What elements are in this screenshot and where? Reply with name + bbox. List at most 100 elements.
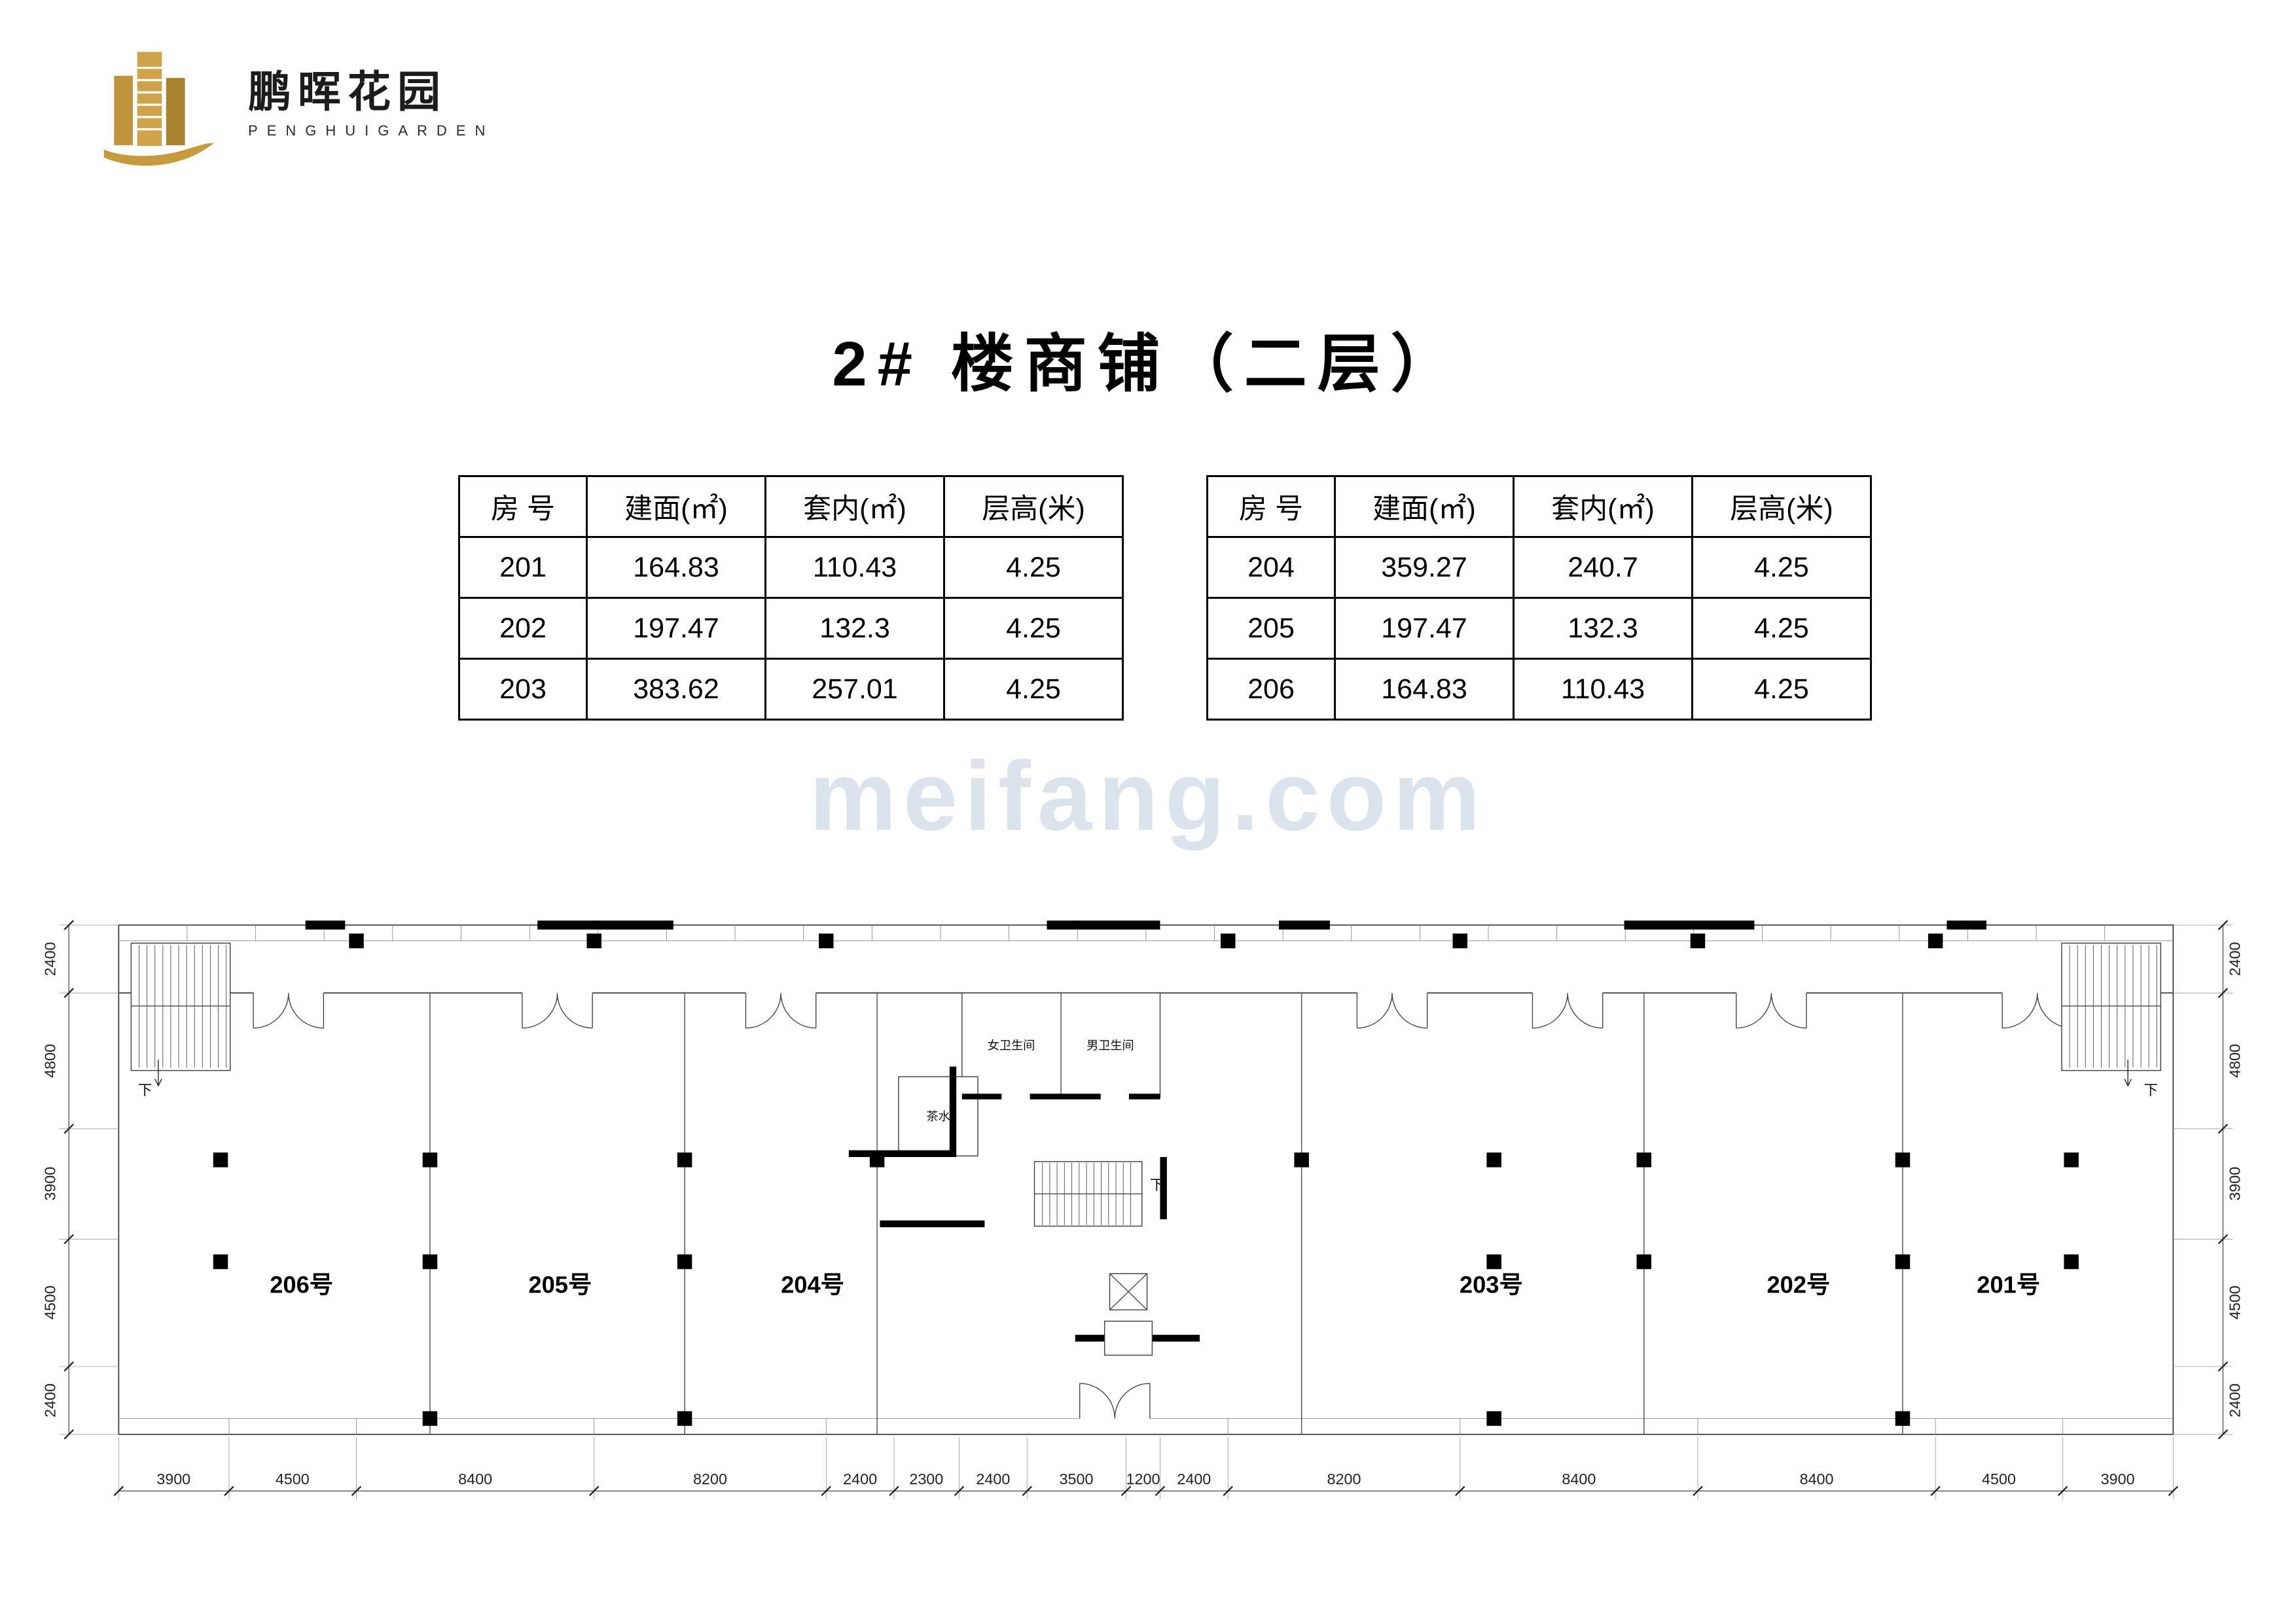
table-cell: 110.43: [1513, 658, 1693, 721]
table-cell: 201: [458, 536, 588, 599]
dimension-label: 3900: [2226, 1167, 2243, 1201]
brand-text: 鹏晖花园 PENGHUIGARDEN: [248, 70, 494, 139]
table-header-cell: 套内(㎡): [1513, 475, 1693, 538]
unit-label: 201号: [1977, 1272, 2040, 1298]
table-cell: 4.25: [943, 536, 1124, 599]
tea-room: [898, 1076, 978, 1157]
table-header-cell: 建面(㎡): [1334, 475, 1515, 538]
table-cell: 132.3: [764, 597, 945, 660]
dimension-bottom: 3900 4500 8400 8200 2400 2300 2400 3500 …: [113, 1437, 2179, 1500]
unit-partitions: [429, 993, 1903, 1435]
down-label-core: 下: [1150, 1177, 1164, 1193]
table-cell: 197.47: [586, 597, 766, 660]
unit-label: 205号: [528, 1272, 592, 1298]
table-row: 201 164.83 110.43 4.25: [458, 536, 1124, 599]
table-cell: 132.3: [1513, 597, 1693, 660]
table-row: 203 383.62 257.01 4.25: [458, 658, 1124, 721]
dimension-left: 2400 4800 3900 4500 2400: [41, 919, 119, 1440]
table-header-cell: 套内(㎡): [764, 475, 945, 538]
table-row: 204 359.27 240.7 4.25: [1206, 536, 1872, 599]
table-cell: 164.83: [586, 536, 766, 599]
table-header-cell: 建面(㎡): [586, 475, 766, 538]
elevator: [1109, 1273, 1148, 1311]
unit-label: 203号: [1460, 1272, 1523, 1298]
dimension-label: 8200: [1327, 1471, 1361, 1488]
staircase-left: 下: [130, 942, 231, 1098]
table-cell: 164.83: [1334, 658, 1515, 721]
watermark: meifang.com: [809, 741, 1487, 851]
dimension-label: 8400: [1800, 1471, 1834, 1488]
dimension-label: 2400: [2226, 942, 2243, 976]
unit-label: 206号: [270, 1272, 333, 1298]
table-cell: 197.47: [1334, 597, 1515, 660]
table-cell: 206: [1206, 658, 1336, 721]
core-area: 女卫生间 男卫生间 茶水 下: [848, 992, 1200, 1356]
table-cell: 4.25: [943, 658, 1124, 721]
female-wc-label: 女卫生间: [988, 1039, 1035, 1052]
dimension-label: 2400: [1177, 1471, 1211, 1488]
table-row: 205 197.47 132.3 4.25: [1206, 597, 1872, 660]
table-header-row: 房 号 建面(㎡) 套内(㎡) 层高(米): [1206, 475, 1872, 538]
dimension-right: 2400 4800 3900 4500 2400: [2173, 919, 2243, 1440]
staircase-right: 下: [2061, 942, 2162, 1098]
table-row: 202 197.47 132.3 4.25: [458, 597, 1124, 660]
table-cell: 240.7: [1513, 536, 1693, 599]
table-cell: 257.01: [764, 658, 945, 721]
dimension-label: 1200: [1126, 1471, 1160, 1488]
table-header-row: 房 号 建面(㎡) 套内(㎡) 层高(米): [458, 475, 1124, 538]
male-wc-label: 男卫生间: [1086, 1039, 1134, 1052]
table-cell: 383.62: [586, 658, 766, 721]
page-title: 2# 楼商铺（二层）: [832, 329, 1464, 399]
dimension-label: 2300: [909, 1471, 943, 1488]
thick-wall-top: [305, 920, 1986, 930]
floor-plan: 下 下 女卫生间 男卫生间 茶水 下: [20, 877, 2275, 1551]
brand-logo: 鹏晖花园 PENGHUIGARDEN: [95, 36, 494, 173]
dimension-label: 2400: [41, 1383, 58, 1418]
table-header-cell: 房 号: [1206, 475, 1336, 538]
table-cell: 202: [458, 597, 588, 660]
dimension-label: 3900: [156, 1471, 190, 1488]
dimension-label: 8400: [1562, 1471, 1596, 1488]
dimension-label: 3500: [1060, 1471, 1094, 1488]
table-header-cell: 房 号: [458, 475, 588, 538]
dimension-label: 2400: [41, 942, 58, 976]
dimension-label: 4500: [1982, 1471, 2016, 1488]
storefront-doors: [253, 991, 2073, 1420]
table-cell: 4.25: [1691, 536, 1872, 599]
dimension-label: 8400: [458, 1471, 492, 1488]
table-cell: 204: [1206, 536, 1336, 599]
brand-name-en: PENGHUIGARDEN: [248, 122, 495, 139]
core-shaft: [1104, 1321, 1153, 1356]
dimension-label: 2400: [2226, 1383, 2243, 1418]
dimension-label: 4800: [41, 1044, 58, 1078]
table-cell: 359.27: [1334, 536, 1515, 599]
dimension-label: 4800: [2226, 1044, 2243, 1078]
table-cell: 4.25: [943, 597, 1124, 660]
table-row: 206 164.83 110.43 4.25: [1206, 658, 1872, 721]
dimension-label: 4500: [41, 1285, 58, 1319]
floor-plan-svg: 下 下 女卫生间 男卫生间 茶水 下: [41, 919, 2243, 1500]
down-label-left: 下: [138, 1082, 152, 1098]
dimension-label: 2400: [843, 1471, 877, 1488]
table-cell: 205: [1206, 597, 1336, 660]
dimension-label: 3900: [41, 1167, 58, 1201]
spec-table-right: 房 号 建面(㎡) 套内(㎡) 层高(米) 204 359.27 240.7 4…: [1206, 475, 1872, 721]
unit-label: 204号: [781, 1272, 844, 1298]
brand-logo-icon: [103, 52, 214, 166]
dimension-label: 4500: [276, 1471, 310, 1488]
table-cell: 203: [458, 658, 588, 721]
table-cell: 4.25: [1691, 658, 1872, 721]
dimension-label: 8200: [693, 1471, 727, 1488]
spec-table-left: 房 号 建面(㎡) 套内(㎡) 层高(米) 201 164.83 110.43 …: [458, 475, 1124, 721]
building-outline: [118, 920, 2174, 1435]
table-cell: 110.43: [764, 536, 945, 599]
structural-columns: [213, 933, 2079, 1426]
table-cell: 4.25: [1691, 597, 1872, 660]
table-header-cell: 层高(米): [943, 475, 1124, 538]
dimension-label: 2400: [976, 1471, 1010, 1488]
unit-label: 202号: [1767, 1272, 1830, 1298]
brand-name-cn: 鹏晖花园: [248, 67, 447, 116]
dimension-label: 4500: [2226, 1285, 2243, 1319]
down-label-right: 下: [2144, 1082, 2158, 1098]
